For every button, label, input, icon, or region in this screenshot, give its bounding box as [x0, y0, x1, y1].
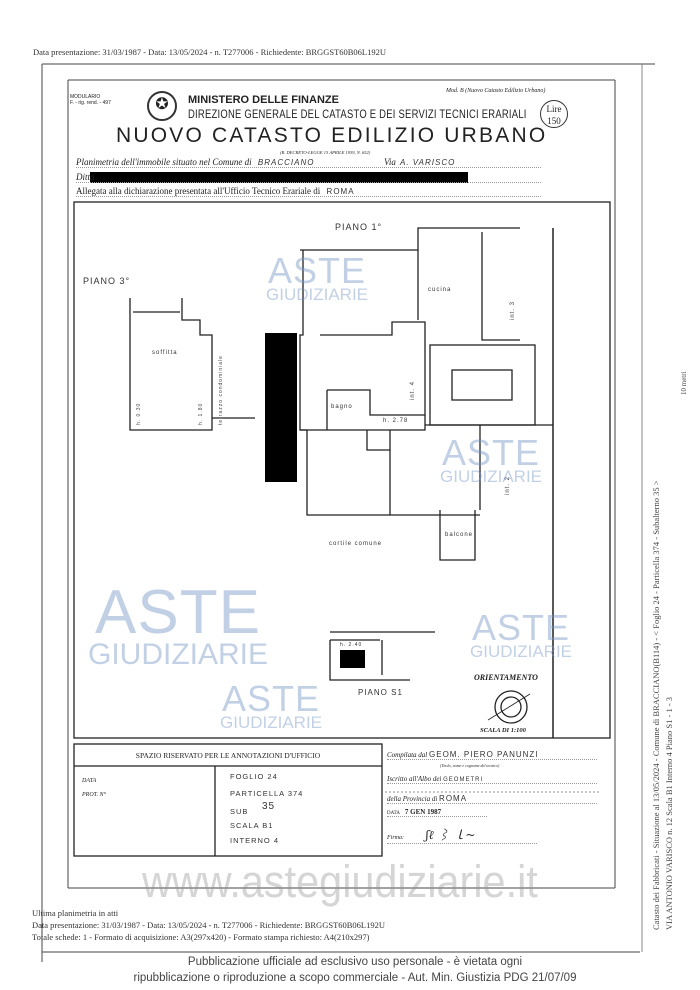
watermark-site: www.astegiudiziarie.it [142, 856, 538, 907]
date-label: DATA [387, 811, 400, 816]
height-label: h. 2.78 [383, 418, 409, 424]
via-label: Via [384, 157, 396, 167]
footer-line2: Totale schede: 1 - Formato di acquisizio… [32, 932, 370, 942]
allegata-line: Allegata alla dichiarazione presentata a… [76, 186, 541, 197]
office-data-label: DATA [82, 778, 97, 784]
compiler-name: GEOM. PIERO PANUNZI [429, 750, 539, 759]
pianoS1-label: PIANO S1 [358, 688, 403, 697]
provincia-value: ROMA [439, 794, 468, 803]
side-text-line1: Catasto dei Fabbricati - Situazione al 1… [651, 480, 661, 930]
label-int3: int. 3 [510, 300, 516, 320]
date-line: DATA 7 GEN 1987 [387, 808, 487, 817]
date-value: 7 GEN 1987 [404, 808, 442, 816]
notice-line1: Pubblicazione ufficiale ad esclusivo uso… [187, 956, 523, 968]
redaction-block [340, 650, 365, 668]
scale-label: SCALA DI 1:100 [480, 727, 526, 734]
via-value: A. VARISCO [400, 158, 456, 167]
planimetria-line: Planimetria dell'immobile situato nel Co… [76, 157, 541, 168]
footer-line1: Data presentazione: 31/03/1987 - Data: 1… [32, 920, 386, 930]
label-h030: h. 0.30 [136, 402, 142, 425]
plan-box [73, 201, 611, 739]
direction: DIREZIONE GENERALE DEL CATASTO E DEI SER… [188, 109, 527, 121]
provincia-line: della Provincia di ROMA [387, 794, 597, 804]
office-interno: INTERNO 4 [230, 836, 280, 845]
signature-line: Firma: ʃℓ ⌇ ｌ~ [387, 826, 537, 844]
office-scala: SCALA B1 [230, 821, 274, 830]
footer-ultima: Ultima planimetria in atti [32, 908, 119, 918]
label-h240: h. 2.40 [340, 642, 363, 648]
office-sub-value: 35 [262, 801, 276, 812]
signature-label: Firma: [387, 835, 404, 841]
planimetria-label: Planimetria dell'immobile situato nel Co… [76, 157, 252, 167]
allegata-label: Allegata alla dichiarazione presentata a… [76, 186, 321, 196]
label-terrazzo: terrazzo condominiale [218, 355, 224, 425]
ditta-line: Ditta [76, 172, 541, 183]
piano1-label: PIANO 1° [335, 222, 383, 232]
room-cortile: cortile comune [329, 541, 383, 547]
signature-icon: ʃℓ ⌇ ｌ~ [425, 828, 476, 842]
piano3-label: PIANO 3° [83, 276, 131, 286]
room-soffitta: soffitta [152, 350, 178, 356]
side-text-line2: VIA ANTONIO VARISCO n. 12 Scala B1 Inter… [664, 696, 674, 930]
office-prot-label: PROT. N° [82, 792, 106, 798]
room-cucina: cucina [428, 287, 452, 293]
label-int4: int. 4 [410, 380, 416, 400]
compiler-line: Compilata dal GEOM. PIERO PANUNZI [387, 750, 597, 760]
notice-line2: ripubblicazione o riproduzione a scopo c… [133, 972, 577, 984]
document-title: NUOVO CATASTO EDILIZIO URBANO [116, 124, 548, 147]
room-bagno: bagno [331, 404, 353, 410]
redaction-block [265, 333, 297, 482]
room-balcone: balcone [445, 532, 474, 538]
decree: (R. DECRETO-LEGGE 13 APRILE 1939, N. 652… [280, 150, 371, 155]
tax-stamp: Lire 150 [540, 100, 568, 128]
redaction-ditta [90, 172, 468, 183]
ditta-label: Ditta [76, 172, 95, 182]
ufficio-value: ROMA [326, 187, 355, 196]
compiler-label: Compilata dal [387, 751, 428, 759]
office-title: SPAZIO RISERVATO PER LE ANNOTAZIONI D'UF… [135, 751, 321, 760]
modulario-label: MODULARIO F. - rig. rend. - 497 [70, 94, 111, 106]
side-scale-mark: 10 metri [680, 371, 688, 395]
emblem-icon: ✪ [147, 91, 177, 121]
albo-label: Iscritto all'Albo dei [387, 775, 442, 783]
header-line: Data presentazione: 31/03/1987 - Data: 1… [33, 47, 387, 57]
label-h180: h. 1.80 [198, 402, 204, 425]
albo-value: GEOMETRI [443, 777, 484, 783]
ministry: MINISTERO DELLE FINANZE [188, 94, 339, 106]
compiler-note: (Titolo, nome e cognome del tecnico) [440, 763, 500, 768]
comune-value: BRACCIANO [257, 158, 315, 167]
albo-line: Iscritto all'Albo dei GEOMETRI [387, 775, 597, 784]
office-foglio: FOGLIO 24 [230, 772, 278, 781]
provincia-label: della Provincia di [387, 795, 438, 803]
office-sub: SUB [230, 807, 249, 816]
orientamento-label: ORIENTAMENTO [474, 673, 538, 682]
office-particella: PARTICELLA 374 [230, 789, 304, 798]
model-label: Mod. B (Nuovo Catasto Edilizio Urbano) [446, 88, 546, 94]
